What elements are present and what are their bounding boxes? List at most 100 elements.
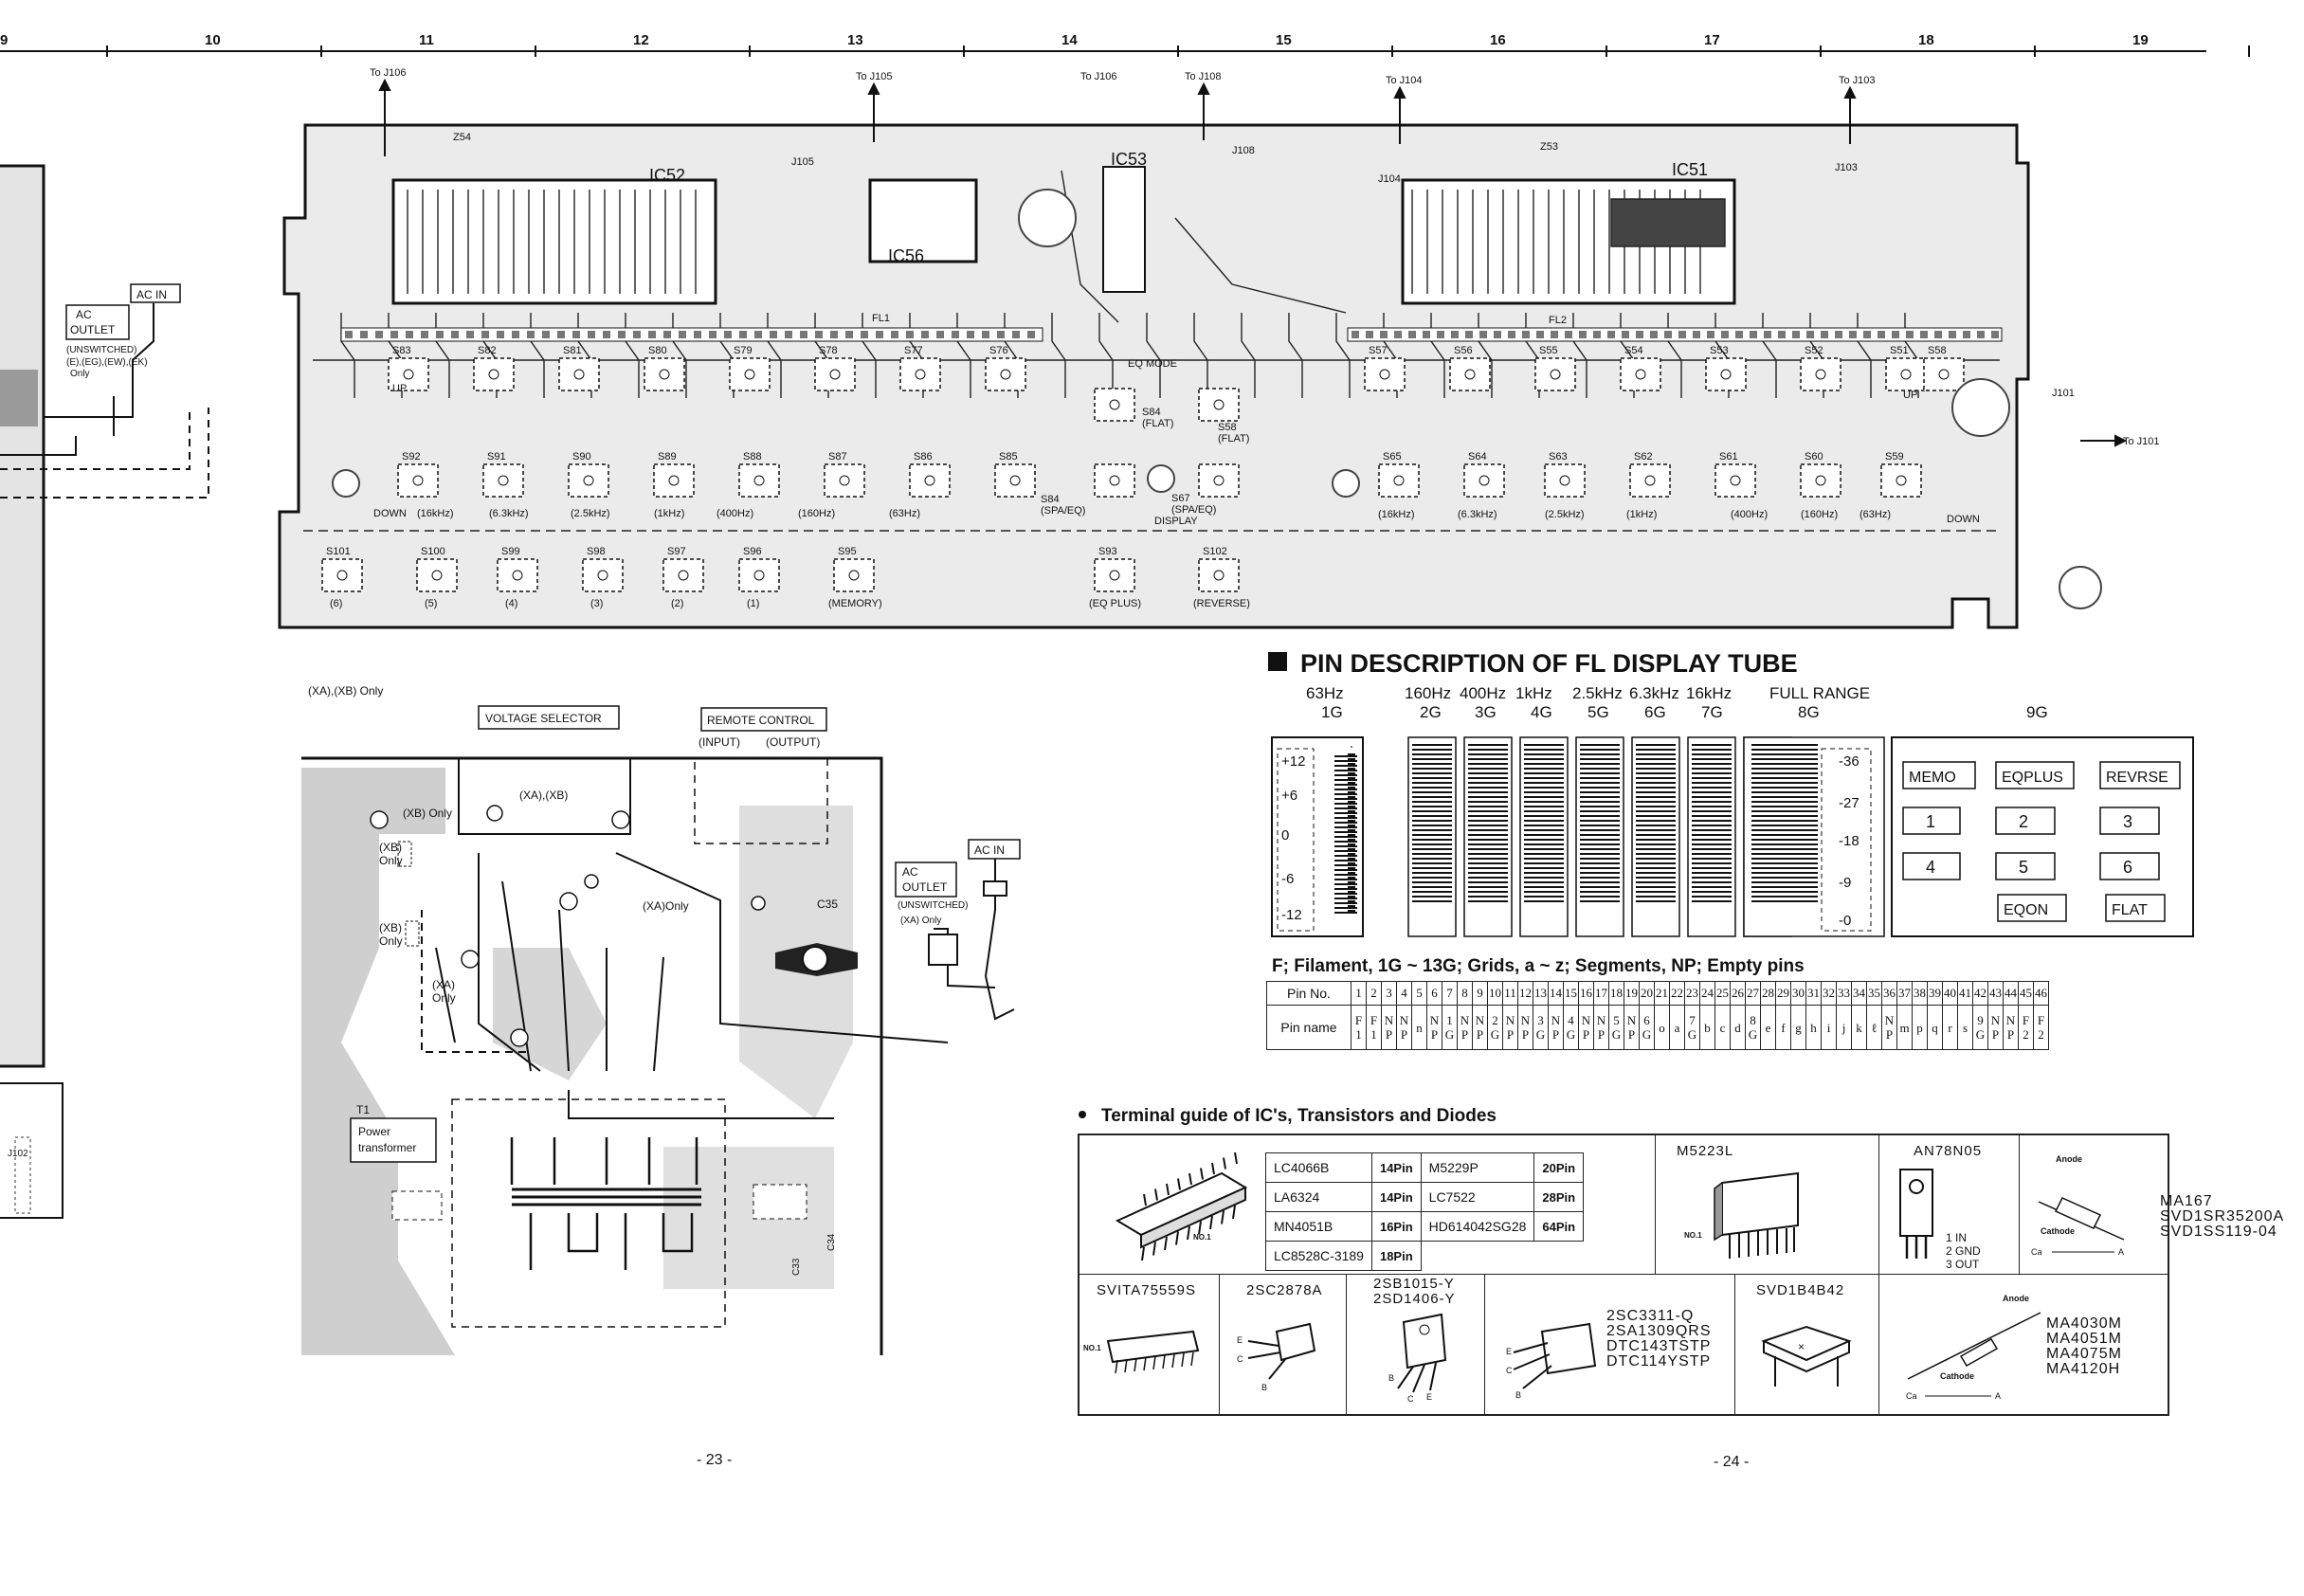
grid-frequency: FULL RANGE <box>1769 684 1870 702</box>
page-number: - 23 - <box>697 1452 732 1468</box>
ac-outlet-label: AC <box>76 308 92 321</box>
freq-label: (63Hz) <box>889 508 920 519</box>
pin-name: 5 G <box>1608 1005 1624 1050</box>
board-label: UP <box>392 383 407 394</box>
ca-label: Ca <box>2031 1247 2042 1257</box>
power-label: AC IN <box>974 843 1005 857</box>
grid-number: 13 <box>847 32 863 48</box>
pin-number: 13 <box>1533 981 1549 1006</box>
grid-frequency: 63Hz <box>1306 684 1344 702</box>
pin-number: 41 <box>1957 981 1973 1006</box>
ic-part-number: MN4051B <box>1265 1211 1372 1242</box>
pin-name: m <box>1896 1005 1913 1050</box>
switch-label: S97 <box>667 546 686 557</box>
pin-name: o <box>1654 1005 1670 1050</box>
pin-name: ℓ <box>1866 1005 1882 1050</box>
pin-label: 3 OUT <box>1946 1258 1980 1271</box>
pin-name: c <box>1714 1005 1731 1050</box>
power-label: Only <box>379 934 403 948</box>
pin-number: 26 <box>1730 981 1746 1006</box>
switch-label: S85 <box>999 451 1018 462</box>
grid-number: 16 <box>1490 32 1506 48</box>
pin-name: g <box>1790 1005 1806 1050</box>
ic-part-number: HD614042SG28 <box>1420 1211 1535 1242</box>
power-label: C34 <box>826 1233 837 1251</box>
pin-name: b <box>1699 1005 1715 1050</box>
power-label: (XA)Only <box>643 899 689 913</box>
ic-name: SVD1B4B42 <box>1756 1282 1845 1298</box>
pin-number: 1 <box>1351 981 1367 1006</box>
power-label: REMOTE CONTROL <box>707 714 815 727</box>
grid-frequency: 400Hz <box>1460 684 1506 702</box>
grid-frequency: 16kHz <box>1686 684 1732 702</box>
switch-label: S60 <box>1805 451 1823 462</box>
pin-name: N P <box>1517 1005 1533 1050</box>
segment-box <box>2105 894 2166 922</box>
switch-label: S82 <box>478 345 497 356</box>
cathode-label: Cathode <box>2041 1226 2075 1236</box>
switch-label: S81 <box>563 345 582 356</box>
freq-label: (1kHz) <box>1626 509 1657 520</box>
pin-number: 25 <box>1714 981 1731 1006</box>
pin-name: 7 G <box>1684 1005 1700 1050</box>
switch-label: S79 <box>734 345 753 356</box>
switch-label: S84 <box>1142 407 1161 418</box>
power-label: C35 <box>817 898 838 911</box>
segment-label: FLAT <box>2112 902 2148 918</box>
power-label: (XA) Only <box>900 916 941 926</box>
pin-name: 8 G <box>1745 1005 1761 1050</box>
pin-number: 40 <box>1942 981 1958 1006</box>
switch-function-label: (EQ PLUS) <box>1089 598 1141 609</box>
pin-label: B <box>1515 1390 1521 1400</box>
switch-function-label: (FLAT) <box>1218 433 1249 444</box>
switch-function-label: (MEMORY) <box>828 598 882 609</box>
grid-number: 18 <box>1918 32 1934 48</box>
board-label: FL1 <box>872 313 890 324</box>
segment-label: 6 <box>2123 858 2132 877</box>
switch-function-label: (5) <box>425 598 437 609</box>
pin-name: i <box>1821 1005 1837 1050</box>
pin-name: f <box>1775 1005 1791 1050</box>
grid-frequency: 160Hz <box>1405 684 1451 702</box>
left-panel: J102 AC IN AC OUTLET (UNSWITCHED) (E),(E… <box>0 164 209 1219</box>
ic-label: IC52 <box>649 166 685 185</box>
connector-label: To J105 <box>856 71 893 82</box>
pin-number: 39 <box>1927 981 1943 1006</box>
pin-name: N P <box>1881 1005 1897 1050</box>
grid-number: 19 <box>2132 32 2149 48</box>
pin-label: B <box>1261 1383 1267 1392</box>
board-label: DOWN <box>1947 514 1980 525</box>
grid-id: 7G <box>1701 703 1723 721</box>
switch-label: S67 <box>1171 493 1190 504</box>
segment-box <box>2099 852 2160 880</box>
ic52-body <box>391 178 717 305</box>
level-scale: -18 <box>1839 833 1860 849</box>
ic-pin-count: 64Pin <box>1533 1211 1585 1242</box>
power-label: (XA) <box>432 978 455 991</box>
segment-box <box>1997 894 2067 922</box>
pin-number: 8 <box>1457 981 1473 1006</box>
board-label: EQ MODE <box>1128 358 1177 370</box>
ic-pin-count: 14Pin <box>1370 1182 1422 1212</box>
switch-label: S89 <box>658 451 677 462</box>
level-scale: 0 <box>1281 827 1289 843</box>
pin-name: N P <box>1502 1005 1518 1050</box>
power-label: Only <box>379 854 403 867</box>
switch-label: S59 <box>1885 451 1904 462</box>
pin-number: 10 <box>1487 981 1503 1006</box>
ic-pin-count: 20Pin <box>1533 1152 1585 1183</box>
ic-label: IC53 <box>1111 150 1147 169</box>
grid-id: 9G <box>2026 703 2048 721</box>
anode-label: Anode <box>2056 1154 2082 1164</box>
ic-cell: AN78N05 1 IN 2 GND 3 OUT <box>1879 1135 2020 1275</box>
grid-id: 4G <box>1531 703 1552 721</box>
pin-number: 9 <box>1472 981 1488 1006</box>
pin-name: s <box>1957 1005 1973 1050</box>
board-label: J104 <box>1378 173 1401 185</box>
segment-box <box>1902 761 1976 789</box>
switch-function-label: (1) <box>747 598 759 609</box>
pin-number: 22 <box>1669 981 1685 1006</box>
switch-label: S101 <box>326 546 351 557</box>
pin-number: 33 <box>1836 981 1852 1006</box>
